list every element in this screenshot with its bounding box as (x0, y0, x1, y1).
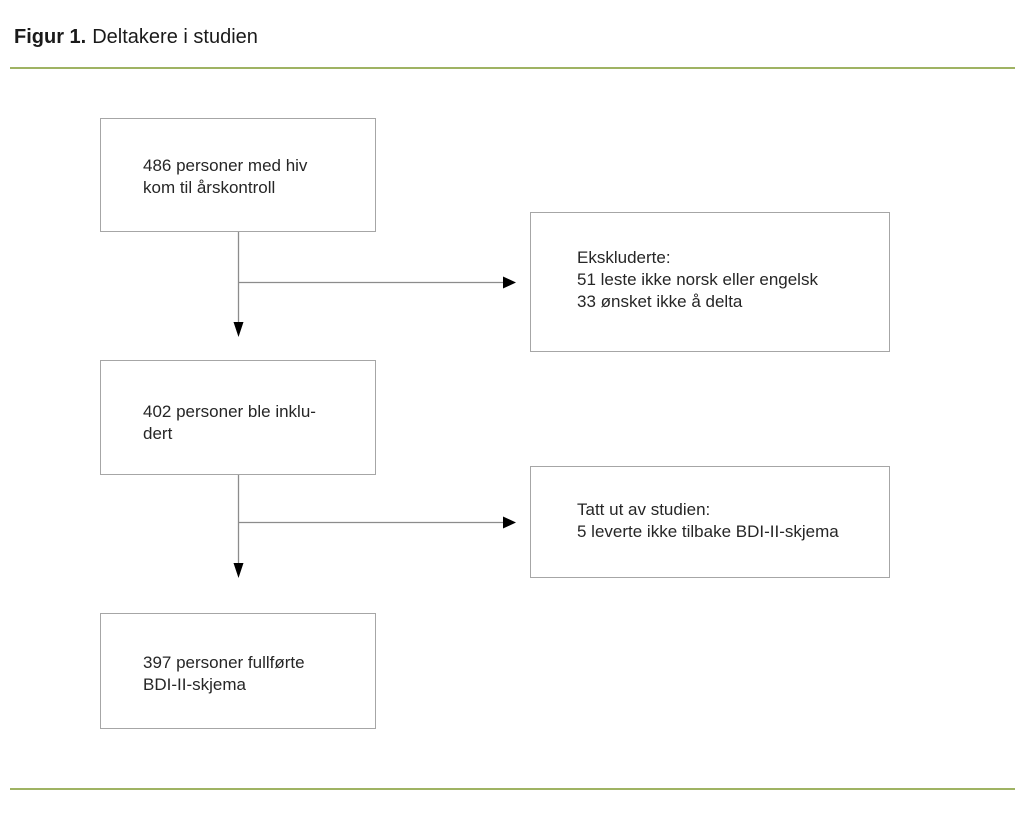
arrow-right-icon (503, 516, 516, 529)
node-text-line: 486 personer med hiv (143, 156, 308, 175)
node-included-box: 402 personer ble inklu- dert (100, 360, 376, 475)
bottom-divider-rule (10, 788, 1015, 790)
node-text-line: dert (143, 424, 173, 443)
figure-title: Figur 1.Deltakere i studien (14, 26, 258, 49)
node-text-line: 402 personer ble inklu- (143, 402, 316, 421)
node-text-line: 5 leverte ikke tilbake BDI-II-skjema (577, 522, 839, 541)
node-text-line: kom til årskontroll (143, 178, 276, 197)
connector-included-branch (233, 475, 516, 578)
node-excluded-box: Ekskluderte: 51 leste ikke norsk eller e… (530, 212, 890, 352)
node-text-line: 51 leste ikke norsk eller engelsk (577, 270, 818, 289)
arrow-down-icon (233, 563, 244, 578)
top-divider-rule (10, 67, 1015, 69)
figure-label: Figur 1. (14, 26, 87, 48)
figure-title-text: Deltakere i studien (92, 26, 258, 48)
node-completed-box: 397 personer fullførte BDI-II-skjema (100, 613, 376, 729)
connector-attended-branch (233, 232, 516, 337)
node-withdrawn-box: Tatt ut av studien: 5 leverte ikke tilba… (530, 466, 890, 578)
node-text-line: BDI-II-skjema (143, 675, 246, 694)
node-text-line: 397 personer fullførte (143, 653, 305, 672)
node-text-line: Ekskluderte: (577, 248, 671, 267)
arrow-right-icon (503, 276, 516, 289)
node-text-line: 33 ønsket ikke å delta (577, 292, 743, 311)
arrow-down-icon (233, 322, 244, 337)
node-attended-box: 486 personer med hiv kom til årskontroll (100, 118, 376, 232)
node-text-line: Tatt ut av studien: (577, 500, 711, 519)
